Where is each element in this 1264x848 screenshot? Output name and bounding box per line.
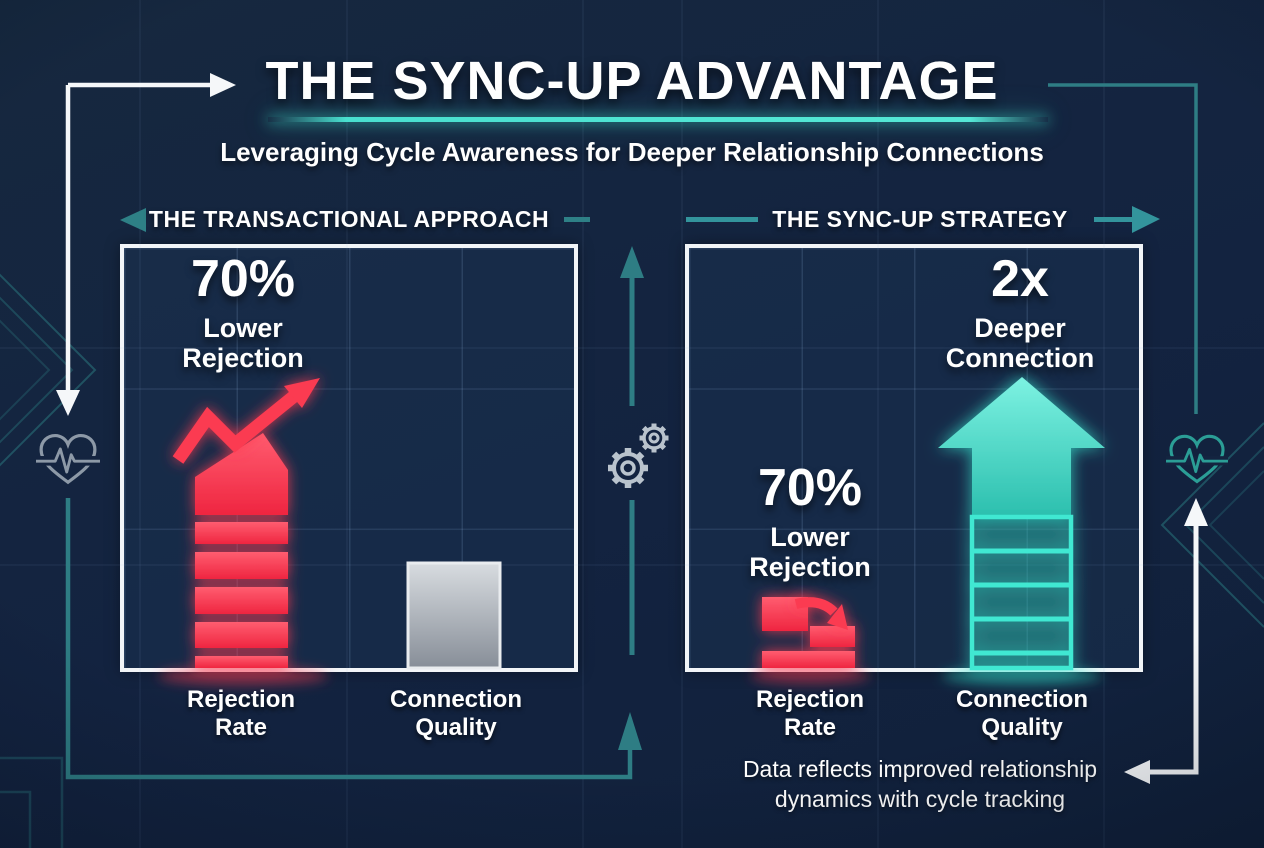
- stat-line: Lower: [203, 313, 283, 343]
- bottom-right-elbow-arrow: [1124, 498, 1208, 784]
- right-heading-dash: [686, 217, 758, 222]
- footnote: Data reflects improved relationship dyna…: [675, 755, 1165, 815]
- gears-icon: [608, 423, 669, 488]
- left-panel-heading: THE TRANSACTIONAL APPROACH: [148, 206, 550, 232]
- left-heading-dash: [564, 217, 590, 222]
- footnote-line: Data reflects improved relationship: [742, 756, 1098, 782]
- left-axis-label-connection-quality: Connection Quality: [356, 686, 556, 743]
- heart-pulse-icon-right: [1166, 434, 1228, 484]
- right-stat-70-lower-rejection: 70% Lower Rejection: [695, 462, 925, 582]
- label-line: Rejection: [186, 686, 296, 713]
- stat-line: Deeper: [974, 313, 1066, 343]
- right-axis-label-rejection-rate: Rejection Rate: [710, 686, 910, 743]
- bottom-left-elbow-arrow: [65, 498, 642, 780]
- stat-line: Rejection: [749, 552, 871, 583]
- corner-frames-decoration: [0, 756, 64, 848]
- label-line: Rate: [214, 714, 268, 742]
- stat-value: 70%: [190, 250, 296, 308]
- label-line: Connection: [390, 686, 522, 713]
- heart-pulse-icon-left: [36, 433, 100, 485]
- connection-rising-arrow: [938, 377, 1105, 671]
- stat-value: 70%: [757, 459, 863, 517]
- left-axis-label-rejection-rate: Rejection Rate: [141, 686, 341, 743]
- bar-glow-decoration: [158, 667, 1102, 685]
- rejection-trend-up-arrow: [172, 378, 320, 464]
- rejection-rising-bar: [195, 433, 288, 668]
- page-subtitle: Leveraging Cycle Awareness for Deeper Re…: [220, 137, 1044, 167]
- label-line: Quality: [415, 714, 497, 742]
- stat-line: Connection: [945, 343, 1095, 374]
- middle-flow-up-arrows: [620, 246, 644, 655]
- left-chevrons-decoration: [0, 273, 97, 467]
- connection-quality-low-bar: [406, 561, 502, 670]
- right-heading-arrow: [686, 206, 1160, 233]
- left-stat-70-lower-rejection: 70% Lower Rejection: [128, 253, 358, 373]
- rejection-trend-down-arrow: [794, 597, 848, 630]
- title-underline: [268, 117, 1048, 122]
- footnote-line: dynamics with cycle tracking: [774, 785, 1066, 812]
- right-stat-2x-deeper-connection: 2x Deeper Connection: [905, 253, 1135, 373]
- right-axis-label-connection-quality: Connection Quality: [922, 686, 1122, 743]
- left-heading-arrow: [120, 208, 590, 232]
- right-panel-heading: THE SYNC-UP STRATEGY: [772, 206, 1068, 232]
- stat-line: Lower: [770, 522, 850, 552]
- label-line: Rejection: [755, 686, 865, 713]
- stat-line: Rejection: [182, 343, 304, 374]
- label-line: Connection: [956, 686, 1088, 713]
- stat-value: 2x: [991, 250, 1049, 308]
- page-title: THE SYNC-UP ADVANTAGE: [265, 51, 999, 111]
- label-line: Quality: [981, 714, 1063, 742]
- top-right-elbow-line: [1048, 83, 1198, 414]
- top-left-elbow-arrow: [56, 73, 236, 416]
- label-line: Rate: [783, 714, 837, 742]
